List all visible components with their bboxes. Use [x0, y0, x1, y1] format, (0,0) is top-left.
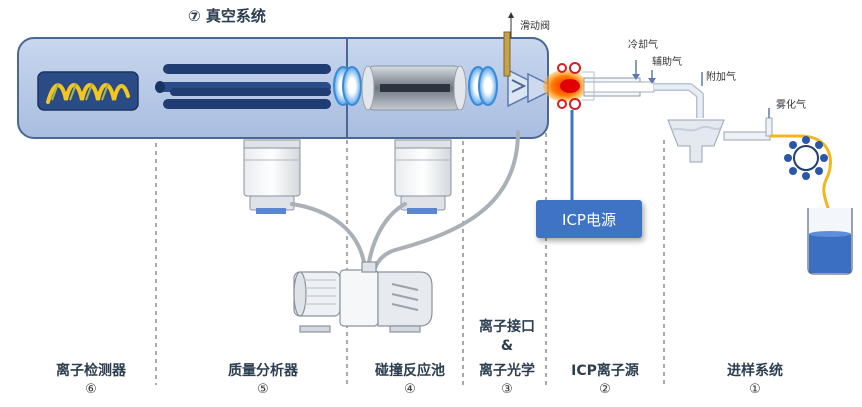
section-num-5: ⑤ [257, 382, 269, 397]
turbo-pump-2 [394, 139, 452, 214]
section-num-3: ③ [501, 382, 513, 397]
section-label-interface-line3: 离子光学 [479, 363, 535, 379]
nebulizer-gas-label: 雾化气 [776, 100, 806, 111]
auxiliary-gas-label: 辅助气 [652, 57, 682, 68]
turbo-pump-1 [243, 139, 301, 214]
icp-power-label: ICP电源 [562, 210, 616, 229]
ion-lens-rings [333, 66, 498, 106]
vacuum-hoses [290, 130, 520, 270]
plasma-torch [543, 60, 656, 110]
section-num-2: ② [599, 382, 611, 397]
vacuum-system-title: ⑦ 真空系统 [188, 7, 266, 25]
icp-power-box: ICP电源 [536, 200, 642, 238]
section-label-collision-cell: 碰撞反应池 [375, 363, 445, 379]
section-num-6: ⑥ [85, 382, 97, 397]
additional-gas-label: 附加气 [706, 72, 736, 83]
cooling-gas-label: 冷却气 [628, 40, 658, 51]
interface-cones [507, 68, 549, 108]
section-label-interface-line2: & [500, 338, 514, 354]
injector-tube [654, 72, 704, 118]
section-label-icp-source: ICP离子源 [571, 363, 639, 379]
section-label-interface-line1: 离子接口 [479, 319, 535, 335]
sample-beaker [807, 208, 853, 275]
section-label-sample-intro: 进样系统 [727, 363, 783, 379]
quadrupole-rods [155, 64, 331, 109]
section-dividers [155, 95, 665, 385]
section-label-mass-analyzer: 质量分析器 [228, 363, 298, 379]
slide-valve-label: 滑动阀 [520, 21, 550, 32]
ion-detector [37, 71, 139, 111]
fore-pump [293, 261, 433, 333]
section-num-4: ④ [404, 382, 416, 397]
section-label-ion-detector: 离子检测器 [56, 363, 126, 379]
collision-cell [361, 65, 467, 111]
section-num-1: ① [749, 382, 761, 397]
slide-valve [503, 12, 514, 77]
spray-chamber [667, 108, 773, 163]
